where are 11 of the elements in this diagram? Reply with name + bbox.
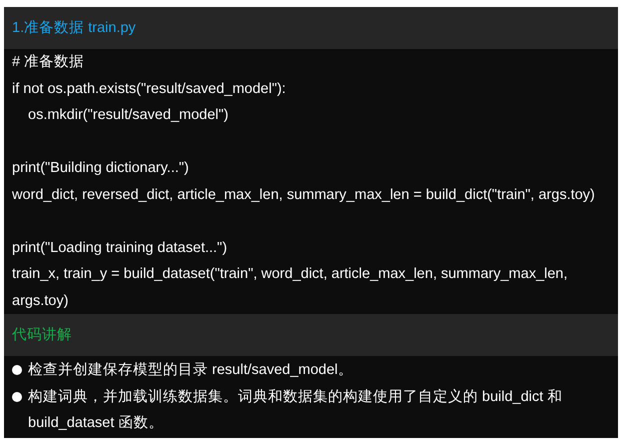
code-line: train_x, train_y = build_dataset("train", word_dict, article_max_len, summary_max_len, args.toy) [12, 265, 569, 310]
code-line: if not os.path.exists("result/saved_model"): [12, 80, 287, 98]
code-line: print("Loading training dataset...") [12, 238, 228, 258]
bullet-text: 构建词典，并加载训练数据集。词典和数据集的构建使用了自定义的 build_dict 和 build_dataset 函数。 [28, 388, 564, 433]
code-line: word_dict, reversed_dict, article_max_len, summary_max_len = build_dict("train", args.toy) [12, 186, 596, 204]
code-line: os.mkdir("result/saved_model") [27, 106, 230, 125]
section-title: 1.准备数据 train.py [12, 19, 136, 37]
code-line: print("Building dictionary...") [12, 159, 190, 178]
code-line: # 准备数据 [12, 53, 86, 72]
bullet-text: 检查并创建保存模型的目录 result/saved_model。 [28, 361, 354, 380]
section-heading: 代码讲解 [12, 326, 72, 344]
